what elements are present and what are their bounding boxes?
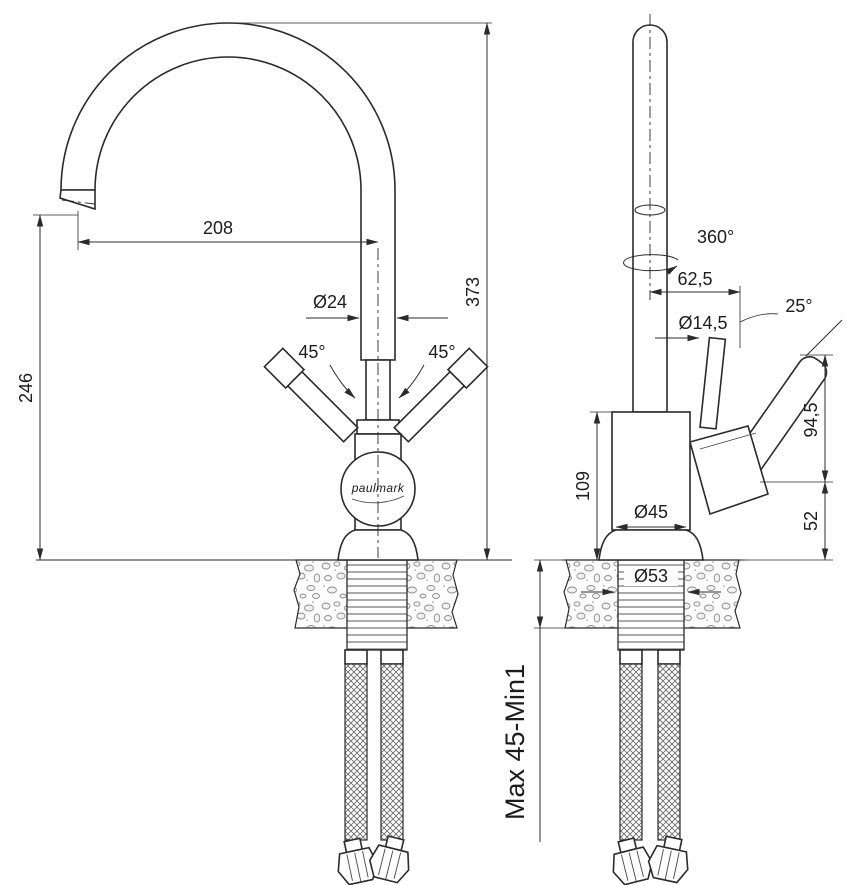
braided-hose	[380, 663, 404, 841]
side-view: 360° 62,5 25° Ø14,5 94,5	[500, 14, 843, 885]
riser-pipe	[632, 24, 668, 413]
hose-connector	[619, 649, 643, 665]
hose-end-fitting	[612, 837, 654, 885]
braided-hose	[344, 663, 368, 841]
mixer-head	[689, 425, 769, 516]
hose-end-fitting	[368, 835, 410, 884]
hose-connector	[344, 649, 368, 665]
svg-text:Ø24: Ø24	[313, 292, 347, 312]
svg-text:246: 246	[16, 373, 36, 403]
threaded-shank	[346, 559, 408, 651]
dim-body-height: 109	[573, 411, 614, 561]
faucet-base	[598, 529, 704, 561]
svg-text:45°: 45°	[428, 342, 455, 362]
svg-text:45°: 45°	[298, 342, 325, 362]
svg-text:Ø14,5: Ø14,5	[678, 313, 727, 333]
dim-swivel-angle: 360°	[623, 227, 734, 275]
front-view: paulmark 208 246 373 Ø24	[16, 22, 512, 885]
svg-text:373: 373	[463, 277, 483, 307]
dim-height-to-spout: 246	[16, 214, 78, 561]
dim-base-height: 52	[706, 481, 833, 561]
svg-text:94,5: 94,5	[801, 402, 821, 437]
handle-rod	[699, 336, 727, 430]
braided-hose	[657, 663, 681, 841]
aerator-line	[61, 199, 96, 205]
svg-text:Ø53: Ø53	[634, 566, 668, 586]
svg-text:208: 208	[203, 218, 233, 238]
dim-base-diameter: Ø45	[615, 502, 687, 531]
gooseneck-spout	[59, 22, 396, 361]
dim-handle-offset: 62,5	[649, 269, 741, 348]
svg-text:360°: 360°	[697, 227, 734, 247]
hose-connector	[380, 649, 404, 665]
svg-text:Ø45: Ø45	[634, 502, 668, 522]
supply-hoses	[337, 649, 410, 885]
svg-text:Max 45-Min1: Max 45-Min1	[500, 664, 530, 820]
hose-end-fitting	[647, 835, 689, 884]
left-handle-lever	[263, 347, 359, 443]
faucet-base	[337, 529, 419, 561]
dim-spout-diameter: Ø24	[306, 292, 448, 322]
dim-left-handle-angle: 45°	[298, 342, 356, 399]
supply-hoses	[612, 649, 689, 885]
svg-text:52: 52	[801, 511, 821, 531]
faucet-body	[611, 411, 691, 531]
right-handle-lever	[393, 347, 489, 443]
dim-handle-length: 94,5	[760, 354, 833, 483]
dim-handle-tilt: 25°	[739, 296, 843, 357]
braided-hose	[619, 663, 643, 841]
hose-connector	[657, 649, 681, 665]
svg-text:62,5: 62,5	[677, 269, 712, 289]
dim-counter-thickness: Max 45-Min1	[500, 559, 568, 842]
svg-text:109: 109	[573, 471, 593, 501]
dim-spout-reach: 208	[77, 211, 379, 250]
dim-total-height: 373	[232, 22, 492, 561]
svg-text:25°: 25°	[785, 296, 812, 316]
hose-end-fitting	[337, 837, 379, 885]
dim-right-handle-angle: 45°	[398, 342, 456, 399]
spout-tip	[59, 189, 96, 211]
dim-hole-diameter: Ø53	[581, 566, 721, 596]
dim-rod-diameter: Ø14,5	[655, 313, 728, 342]
